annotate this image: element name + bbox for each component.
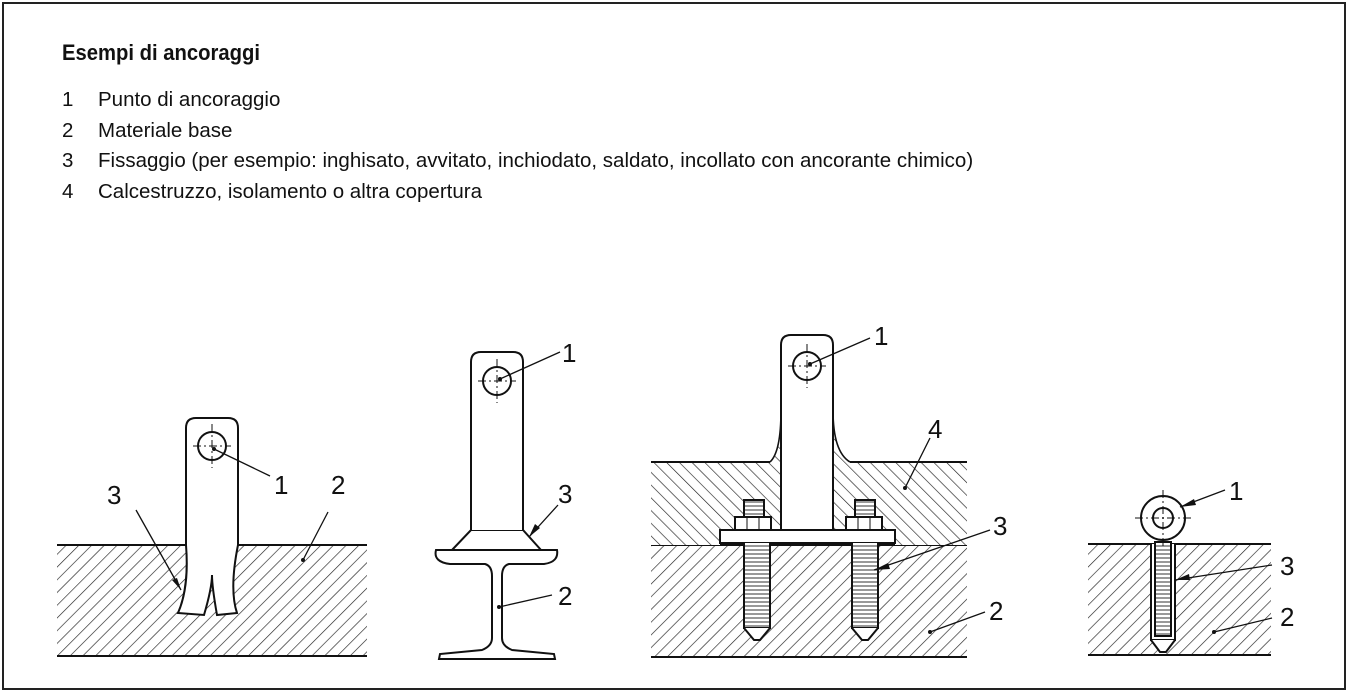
eye-bolt-stud [1154,541,1172,637]
legend-number: 1 [62,88,74,111]
legend-text: Calcestruzzo, isolamento o altra copertu… [98,179,482,203]
split-anchor [176,417,239,617]
base-plate [719,529,896,544]
example-eye-bolt [1088,489,1273,656]
callout-3-example2: 3 [558,479,572,509]
example-bolted-anchor [651,334,991,658]
base-material-4 [1088,544,1271,655]
legend-number: 3 [62,149,74,172]
legend-text: Fissaggio (per esempio: inghisato, avvit… [98,149,974,172]
legend-list: 1 Punto di ancoraggio 2 Materiale base 3 Fi… [62,88,973,210]
legend-item: 3 Fissaggio (per esempio: inghisato, avvi… [62,149,973,180]
callout-1-example1: 1 [274,470,288,500]
welded-plate [470,351,524,530]
legend-item: 2 Materiale base [62,119,973,150]
legend-item: 4 Calcestruzzo, isolamento o altra copert… [62,180,973,211]
callout-2-example4: 2 [1280,602,1294,632]
legend-number: 4 [62,179,74,203]
callout-1-example3: 1 [874,321,888,351]
legend-text: Materiale base [98,118,233,142]
callout-3-example4: 3 [1280,551,1294,581]
callout-2-example2: 2 [558,581,572,611]
callout-1-example4: 1 [1229,476,1243,506]
callout-3-example3: 3 [993,511,1007,541]
base-material-3 [651,545,967,657]
callout-3-example1: 3 [107,480,121,510]
bolted-plate [780,334,834,531]
anchor-bolt-right [845,499,883,641]
callout-2-example1: 2 [331,470,345,500]
callout-4-example3: 4 [928,414,942,444]
legend-number: 2 [62,118,74,142]
weld-fillet [449,529,544,551]
anchor-bolt-left [734,499,772,641]
legend-text: Punto di ancoraggio [98,88,281,111]
diagram-title: Esempi di ancoraggi [62,40,260,65]
example-cast-in-anchor [57,417,367,657]
callout-1-example2: 1 [562,338,576,368]
example-welded-anchor [434,351,561,660]
callout-2-example3: 2 [989,596,1003,626]
steel-i-beam [434,549,559,660]
legend-item: 1 Punto di ancoraggio [62,88,973,119]
